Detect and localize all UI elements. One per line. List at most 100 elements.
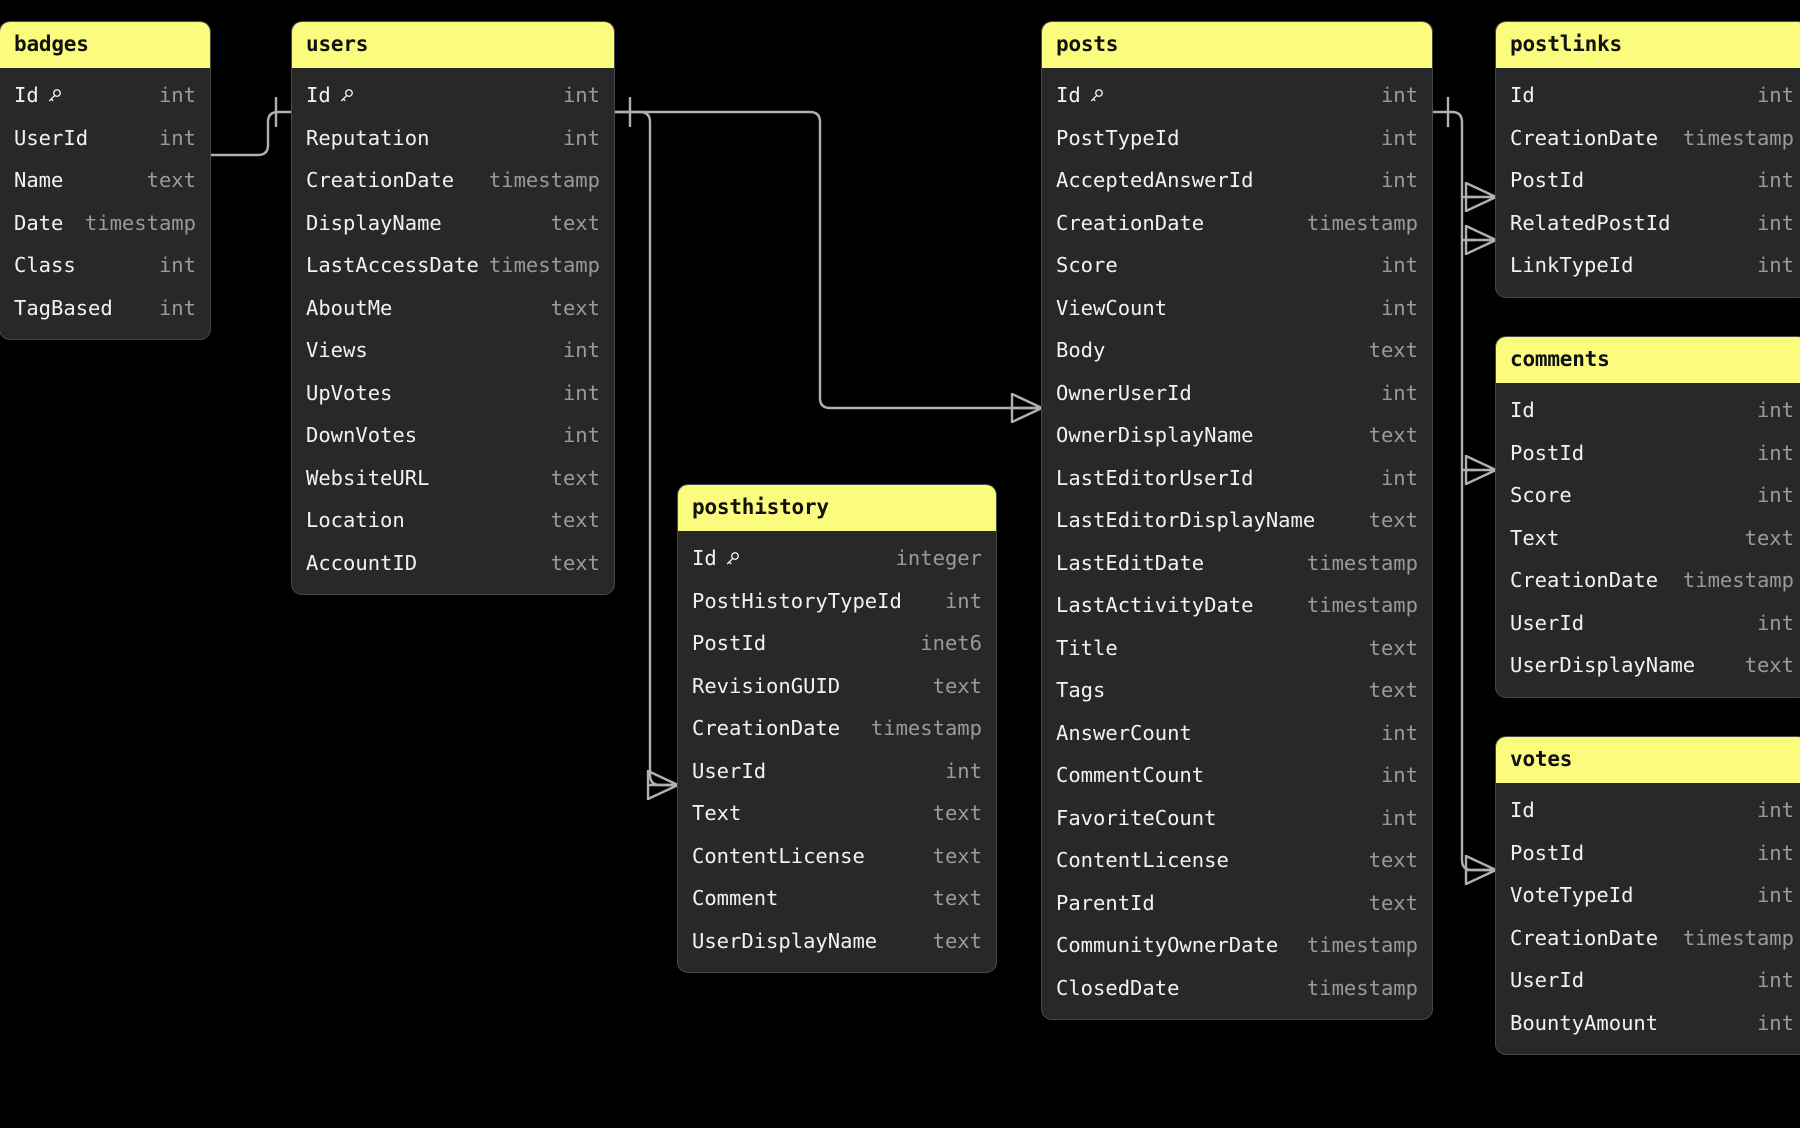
column-row[interactable]: Views int [292,329,614,372]
column-name-label: CommentCount [1056,763,1205,787]
column-name: CreationDate [1510,570,1658,591]
table-title-posthistory[interactable]: posthistory [678,485,996,531]
column-name: Id [1510,800,1535,821]
column-row[interactable]: FavoriteCount int [1042,797,1432,840]
column-type: int [1380,805,1418,830]
column-name: Name [14,170,63,191]
column-type: text [146,168,196,192]
column-name-label: Class [14,253,76,277]
column-type: int [1756,1010,1794,1035]
column-name-label: PostId [692,631,767,655]
column-name-label: Body [1056,338,1106,362]
column-name: FavoriteCount [1056,807,1216,829]
table-title-users[interactable]: users [292,22,614,68]
table-title-comments[interactable]: comments [1496,337,1800,383]
table-title-postlinks[interactable]: postlinks [1496,22,1800,68]
column-name-label: ViewCount [1056,295,1168,320]
column-type: int [158,295,196,320]
column-type: int [562,338,600,362]
column-name: CommunityOwnerDate [1056,935,1278,956]
table-title-votes[interactable]: votes [1496,737,1800,783]
table-title-badges[interactable]: badges [0,22,210,68]
column-name-label: Views [306,338,368,362]
table-title-posts[interactable]: posts [1042,22,1432,68]
column-row[interactable]: Name text [0,159,210,202]
column-name-label: Id [1510,798,1535,822]
column-name-label: Score [1056,253,1118,277]
